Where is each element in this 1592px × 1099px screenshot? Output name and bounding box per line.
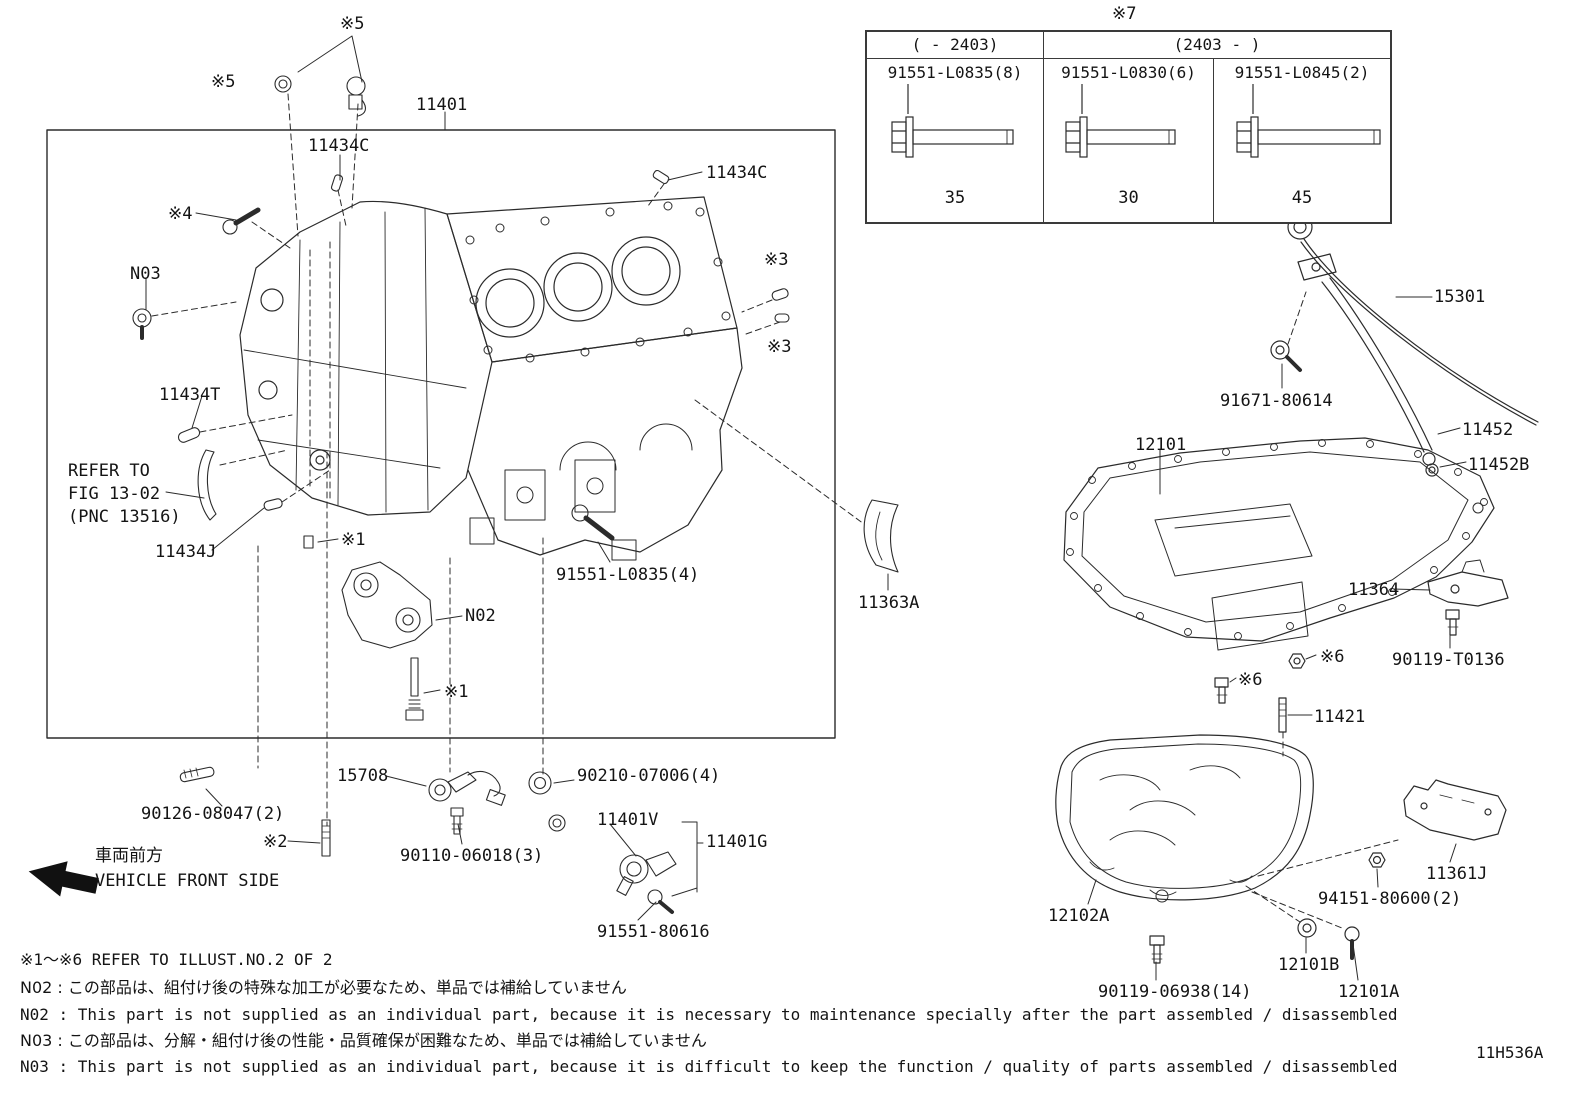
leader-lines (145, 35, 1467, 981)
bolt-icon (1064, 84, 1176, 158)
vehicle-front-arrow-icon (28, 861, 99, 897)
bolt-cell: 35 (867, 84, 1043, 222)
ref-label-1-mid: ※1 (341, 530, 366, 550)
part-label-90126: 90126-08047(2) (141, 804, 285, 824)
part-label-15301: 15301 (1434, 287, 1486, 307)
bolt-table-title: ※7 (1112, 4, 1137, 24)
bolt-table-header-left: ( - 2403) (911, 35, 999, 54)
part-label-12102a: 12102A (1048, 906, 1110, 926)
part-label-11434c-right: 11434C (706, 163, 768, 183)
part-label-90210: 90210-07006(4) (577, 766, 721, 786)
ref-label-1-bottom: ※1 (444, 682, 469, 702)
part-label-91551-80616: 91551-80616 (597, 922, 710, 942)
part-label-12101: 12101 (1135, 435, 1187, 455)
part-label-11434t: 11434T (159, 385, 221, 405)
block-frame (46, 129, 836, 739)
ref-label-6-left: ※6 (1238, 670, 1263, 690)
part-label-11434j: 11434J (155, 542, 217, 562)
ref-label-3-upper: ※3 (764, 250, 789, 270)
bolt-part-number: 91551-L0835(8) (887, 63, 1023, 82)
part-label-91551-l0835-4: 91551-L0835(4) (556, 565, 700, 585)
bolt-icon (891, 84, 1014, 158)
bolt-cell: 45 (1213, 84, 1390, 222)
part-label-11452b: 11452B (1468, 455, 1530, 475)
bolt-length: 30 (1118, 188, 1139, 208)
vehicle-front-label-en: VEHICLE FRONT SIDE (95, 871, 280, 891)
small-parts-left (132, 75, 899, 914)
note-n02-en: N02 : This part is not supplied as an in… (20, 1005, 1398, 1024)
part-label-n02: N02 (465, 606, 496, 626)
part-label-11452: 11452 (1462, 420, 1514, 440)
part-label-11401: 11401 (416, 95, 468, 115)
figure-code: 11H536A (1476, 1043, 1544, 1062)
bolt-part-number: 91551-L0845(2) (1213, 59, 1390, 84)
bolt-table: ( - 2403) (2403 - ) 91551-L0835(8) 91551… (865, 30, 1392, 224)
ref-label-4: ※4 (168, 204, 193, 224)
note-n03-en: N03 : This part is not supplied as an in… (20, 1057, 1398, 1076)
refer-fig-line3: (PNC 13516) (68, 507, 181, 527)
bolt-length: 45 (1291, 188, 1313, 208)
cylinder-block-art (239, 196, 743, 561)
bolt-cell: 30 (1043, 84, 1213, 222)
bolt-part-number: 91551-L0830(6) (1043, 59, 1213, 84)
ref-label-2: ※2 (263, 832, 288, 852)
dashed-lines (151, 93, 1399, 929)
ref-label-3-lower: ※3 (767, 337, 792, 357)
part-label-90119-06938: 90119-06938(14) (1098, 982, 1252, 1002)
oil-pan-upper-art (1063, 437, 1509, 733)
ref-label-5-left: ※5 (211, 72, 236, 92)
bolt-length: 35 (944, 188, 966, 208)
refer-fig-line1: REFER TO (68, 461, 150, 481)
part-label-12101a: 12101A (1338, 982, 1400, 1002)
part-label-11434c-top: 11434C (308, 136, 370, 156)
part-label-11363a: 11363A (858, 593, 920, 613)
part-label-15708: 15708 (337, 766, 389, 786)
ref-label-6-right: ※6 (1320, 647, 1345, 667)
part-label-91671: 91671-80614 (1220, 391, 1333, 411)
note-n02-jp: N02 : この部品は、組付け後の特殊な加工が必要なため、単品では補給していませ… (20, 978, 627, 997)
bolt-icon (1236, 84, 1381, 158)
part-label-11421: 11421 (1314, 707, 1366, 727)
note-refer: ※1～※6 REFER TO ILLUST.NO.2 OF 2 (20, 950, 333, 969)
vehicle-front-label-jp: 車両前方 (95, 846, 163, 866)
part-label-90110: 90110-06018(3) (400, 846, 544, 866)
part-label-11401g: 11401G (706, 832, 768, 852)
part-label-90119-t0136: 90119-T0136 (1392, 650, 1505, 670)
part-label-94151: 94151-80600(2) (1318, 889, 1462, 909)
bolt-table-header-right: (2403 - ) (1043, 32, 1390, 58)
part-label-12101b: 12101B (1278, 955, 1340, 975)
part-label-11364: 11364 (1348, 580, 1400, 600)
ref-label-5-top: ※5 (340, 14, 365, 34)
part-label-11361j: 11361J (1426, 864, 1488, 884)
note-n03-jp: N03 : この部品は、分解・組付け後の性能・品質確保が困難なため、単品では補給… (20, 1031, 707, 1050)
oil-pan-lower-art (1055, 734, 1507, 964)
part-label-n03: N03 (130, 264, 161, 284)
part-label-11401v: 11401V (597, 810, 659, 830)
refer-fig-line2: FIG 13-02 (68, 484, 161, 504)
